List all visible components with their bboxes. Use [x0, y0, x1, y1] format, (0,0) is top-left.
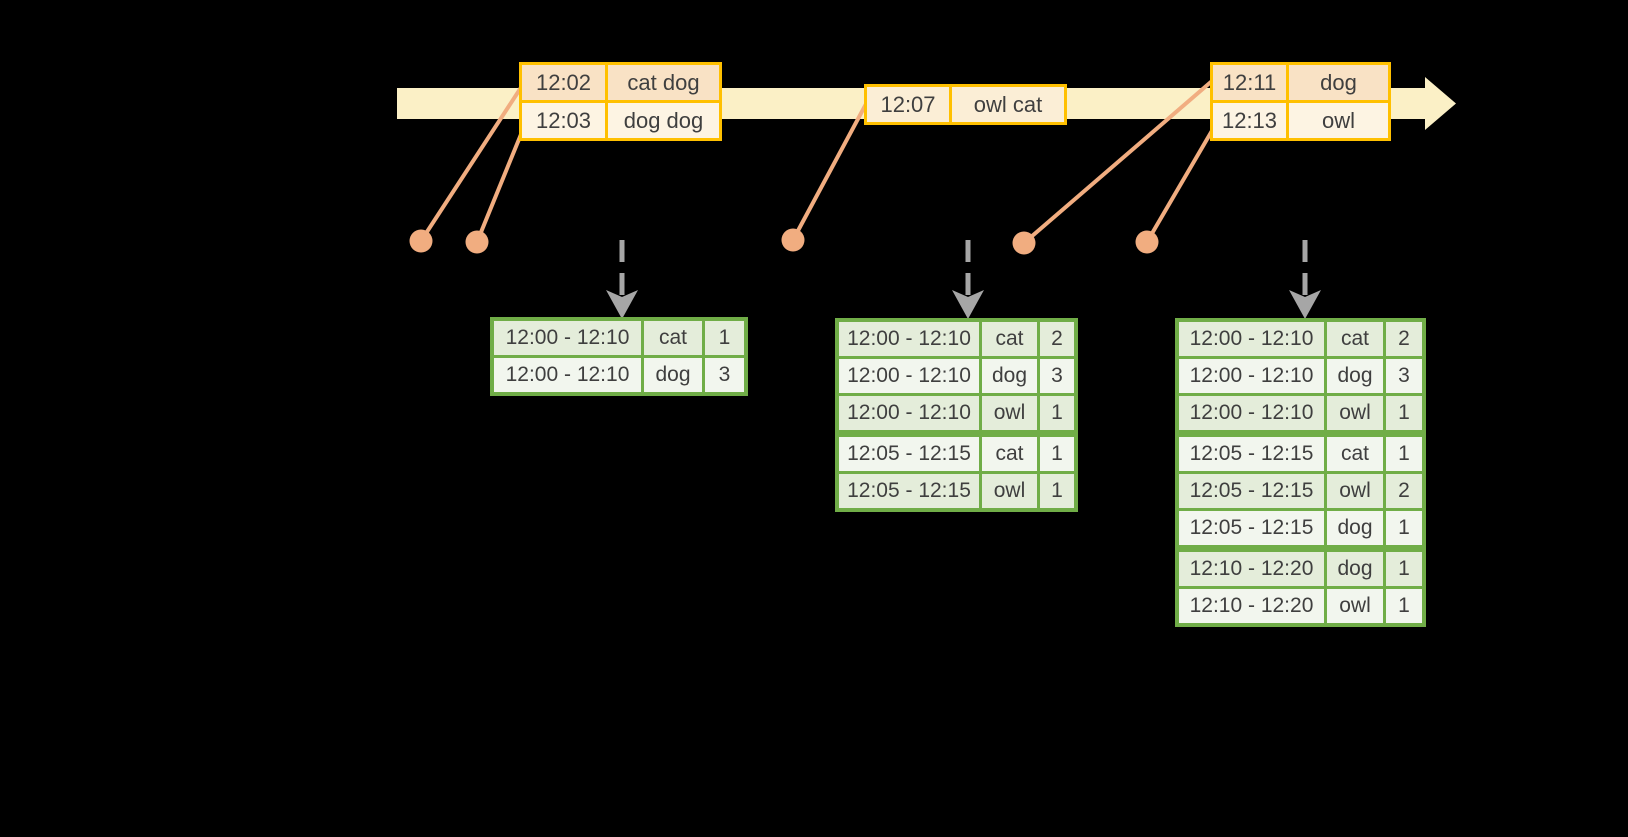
result-window-cell: 12:10 - 12:20 — [1179, 552, 1324, 586]
event-time-cell: 12:11 — [1213, 65, 1286, 100]
result-window-cell: 12:00 - 12:10 — [839, 396, 979, 430]
event-time-cell: 12:03 — [522, 103, 605, 138]
result-count-cell: 1 — [1040, 396, 1074, 430]
timeline-arrowhead-icon — [1425, 77, 1456, 130]
event-connector — [791, 103, 868, 241]
result-count-cell: 3 — [705, 358, 744, 392]
trigger-arrow-icon — [952, 290, 984, 319]
event-words-cell: owl — [1289, 103, 1388, 138]
result-count-cell: 1 — [1386, 511, 1422, 545]
result-count-cell: 3 — [1040, 359, 1074, 393]
result-count-cell: 1 — [1040, 474, 1074, 508]
result-window-cell: 12:00 - 12:10 — [494, 321, 641, 355]
result-word-cell: cat — [1327, 437, 1383, 471]
result-word-cell: owl — [1327, 589, 1383, 623]
result-window-cell: 12:00 - 12:10 — [1179, 322, 1324, 356]
result-window-cell: 12:00 - 12:10 — [1179, 359, 1324, 393]
event-words-cell: cat dog — [608, 65, 719, 100]
result-word-cell: cat — [1327, 322, 1383, 356]
result-window-cell: 12:00 - 12:10 — [839, 359, 979, 393]
event-marker-dot — [1135, 230, 1159, 254]
event-connector — [419, 84, 524, 243]
result-window-cell: 12:05 - 12:15 — [1179, 437, 1324, 471]
result-count-cell: 2 — [1040, 322, 1074, 356]
result-count-cell: 1 — [1040, 437, 1074, 471]
result-window-cell: 12:00 - 12:10 — [494, 358, 641, 392]
result-window-cell: 12:00 - 12:10 — [1179, 396, 1324, 430]
result-word-cell: owl — [1327, 396, 1383, 430]
result-count-cell: 1 — [705, 321, 744, 355]
result-word-cell: cat — [644, 321, 702, 355]
result-count-cell: 2 — [1386, 322, 1422, 356]
result-count-cell: 2 — [1386, 474, 1422, 508]
event-marker-dot — [781, 228, 805, 252]
event-marker-dot — [465, 230, 489, 254]
event-connector — [475, 126, 526, 243]
result-window-cell: 12:05 - 12:15 — [839, 474, 979, 508]
event-time-cell: 12:13 — [1213, 103, 1286, 138]
event-time-cell: 12:02 — [522, 65, 605, 100]
trigger-arrow-icon — [606, 290, 638, 319]
result-word-cell: owl — [982, 396, 1037, 430]
result-word-cell: dog — [1327, 359, 1383, 393]
result-word-cell: cat — [982, 322, 1037, 356]
result-word-cell: dog — [982, 359, 1037, 393]
event-words-cell: dog — [1289, 65, 1388, 100]
result-word-cell: dog — [1327, 511, 1383, 545]
result-word-cell: dog — [1327, 552, 1383, 586]
result-window-cell: 12:10 - 12:20 — [1179, 589, 1324, 623]
event-connector — [1145, 127, 1215, 244]
result-word-cell: owl — [1327, 474, 1383, 508]
result-count-cell: 1 — [1386, 437, 1422, 471]
result-count-cell: 1 — [1386, 396, 1422, 430]
result-window-cell: 12:00 - 12:10 — [839, 322, 979, 356]
event-words-cell: dog dog — [608, 103, 719, 138]
result-window-cell: 12:05 - 12:15 — [1179, 511, 1324, 545]
trigger-arrow-icon — [1289, 290, 1321, 319]
event-words-cell: owl cat — [952, 87, 1064, 122]
event-connector — [1022, 79, 1214, 245]
result-word-cell: owl — [982, 474, 1037, 508]
event-time-cell: 12:07 — [867, 87, 949, 122]
result-count-cell: 1 — [1386, 589, 1422, 623]
event-marker-dot — [409, 229, 433, 253]
result-window-cell: 12:05 - 12:15 — [839, 437, 979, 471]
result-word-cell: dog — [644, 358, 702, 392]
event-marker-dot — [1012, 231, 1036, 255]
result-count-cell: 1 — [1386, 552, 1422, 586]
result-word-cell: cat — [982, 437, 1037, 471]
result-window-cell: 12:05 - 12:15 — [1179, 474, 1324, 508]
result-count-cell: 3 — [1386, 359, 1422, 393]
